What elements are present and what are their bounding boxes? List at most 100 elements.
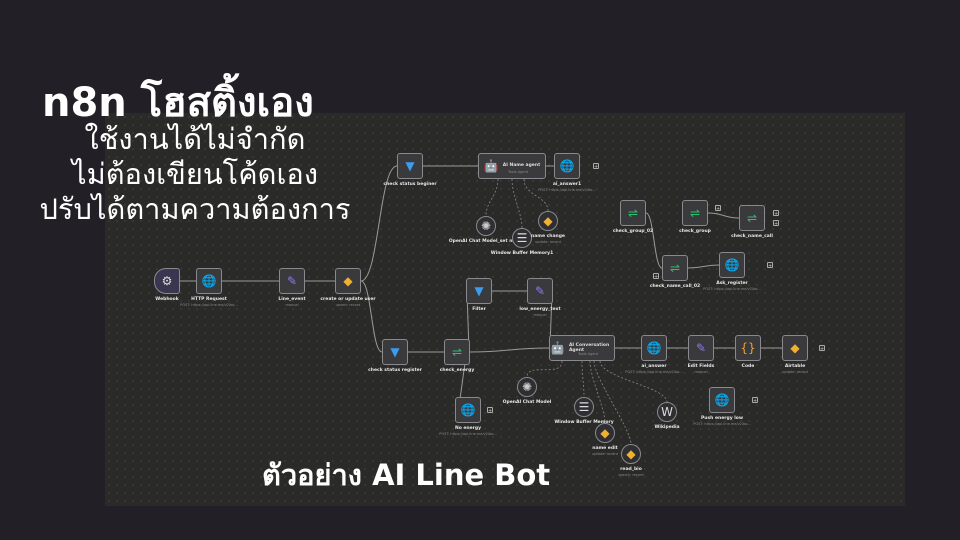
node-ai-name-agent[interactable]: 🤖AI Name agent bbox=[478, 153, 546, 179]
node-subtitle: POST: https://api.line.me/v2/bo... bbox=[625, 370, 683, 374]
node-subtitle: manual bbox=[694, 370, 708, 374]
node-line-event[interactable]: ✎ bbox=[279, 268, 305, 294]
node-label: Window Buffer Memory1 bbox=[490, 251, 554, 256]
node-http-request[interactable]: 🌐 bbox=[196, 268, 222, 294]
airtable-icon: ◆ bbox=[343, 274, 353, 288]
node-subtitle: upsert: record bbox=[335, 303, 361, 307]
node-subtitle: POST: https://api.line.me/v2/bo... bbox=[693, 422, 751, 426]
node-openai-chat-model-set-name[interactable]: ✺ bbox=[476, 216, 496, 236]
node-low-energy-text[interactable]: ✎ bbox=[527, 278, 553, 304]
node-webhook[interactable]: ⚙ bbox=[154, 268, 180, 294]
slide-line-1: ใช้งานได้ไม่จำกัด bbox=[84, 122, 306, 156]
node-filter[interactable]: ▼ bbox=[466, 278, 492, 304]
openai-icon: ✺ bbox=[521, 380, 533, 394]
globe-icon: 🌐 bbox=[460, 403, 476, 417]
node-subtitle: manual bbox=[533, 313, 547, 317]
node-label: Push energy low bbox=[701, 416, 743, 421]
slide-title: n8n โฮสติ้งเอง bbox=[42, 80, 314, 126]
node-subtitle: update: record bbox=[592, 452, 618, 456]
node-label: create or update user bbox=[320, 297, 376, 302]
webhook-icon: ⚙ bbox=[161, 274, 173, 288]
slide-line-3: ปรับได้ตามความต้องการ bbox=[39, 192, 351, 226]
node-label: check_group_02 bbox=[612, 229, 654, 234]
node-label: Line_event bbox=[278, 297, 306, 302]
node-subtitle: search: record bbox=[618, 473, 644, 477]
globe-icon: 🌐 bbox=[559, 159, 575, 173]
node-label: HTTP Request bbox=[191, 297, 227, 302]
node-subtitle: POST: https://api.line.me/v2/bo... bbox=[538, 188, 596, 192]
node-label: check_energy bbox=[439, 368, 475, 373]
add-node-handle[interactable]: + bbox=[773, 210, 779, 217]
node-subtitle: Tools Agent bbox=[507, 170, 529, 174]
node-ai-answer1[interactable]: 🌐 bbox=[554, 153, 580, 179]
database-icon: ☰ bbox=[516, 231, 528, 245]
node-label: Ask_register bbox=[716, 281, 748, 286]
filter-icon: ▼ bbox=[474, 284, 484, 298]
node-label: Webhook bbox=[155, 297, 179, 302]
node-check-name-call-02[interactable]: ⇌ bbox=[662, 255, 688, 281]
node-check-name-call[interactable]: ⇌ bbox=[739, 205, 765, 231]
add-node-handle[interactable]: + bbox=[752, 397, 758, 404]
node-label: Edit Fields bbox=[687, 364, 715, 369]
pencil-icon: ✎ bbox=[534, 284, 546, 298]
globe-icon: 🌐 bbox=[201, 274, 217, 288]
node-check-status-beginer[interactable]: ▼ bbox=[397, 153, 423, 179]
node-ask-register[interactable]: 🌐 bbox=[719, 252, 745, 278]
add-node-handle[interactable]: + bbox=[767, 262, 773, 269]
node-create-or-update-user[interactable]: ◆ bbox=[335, 268, 361, 294]
add-node-handle[interactable]: + bbox=[593, 163, 599, 170]
node-label: ai_answer bbox=[641, 364, 667, 369]
node-subtitle: POST: https://api.line.me/v2/bo... bbox=[703, 287, 761, 291]
node-ai-conversation-agent[interactable]: 🤖AI Conversation Agent bbox=[549, 335, 615, 361]
pencil-icon: ✎ bbox=[286, 274, 298, 288]
node-check-group[interactable]: ⇌ bbox=[682, 200, 708, 226]
node-label: low_energy_text bbox=[519, 307, 561, 312]
database-icon: ☰ bbox=[578, 400, 590, 414]
node-read-bio[interactable]: ◆ bbox=[621, 444, 641, 464]
switch-icon: ⇌ bbox=[451, 345, 463, 359]
node-label: ai_answer1 bbox=[552, 182, 582, 187]
node-name-change[interactable]: ◆ bbox=[538, 211, 558, 231]
add-node-handle[interactable]: + bbox=[487, 407, 493, 414]
node-label: No energy bbox=[454, 426, 482, 431]
node-subtitle: update: record bbox=[535, 240, 561, 244]
node-check-status-register[interactable]: ▼ bbox=[382, 339, 408, 365]
wikipedia-icon: W bbox=[661, 405, 673, 419]
switch-icon: ⇌ bbox=[746, 211, 758, 225]
node-code[interactable]: {} bbox=[735, 335, 761, 361]
globe-icon: 🌐 bbox=[724, 258, 740, 272]
node-label: check_name_call bbox=[731, 234, 773, 239]
node-label: check status register bbox=[368, 368, 422, 373]
node-name-edit[interactable]: ◆ bbox=[595, 423, 615, 443]
robot-icon: 🤖 bbox=[483, 159, 499, 173]
node-push-energy-low[interactable]: 🌐 bbox=[709, 387, 735, 413]
node-openai-chat-model[interactable]: ✺ bbox=[517, 377, 537, 397]
node-window-buffer-memory1[interactable]: ☰ bbox=[512, 228, 532, 248]
switch-icon: ⇌ bbox=[689, 206, 701, 220]
node-window-buffer-memory[interactable]: ☰ bbox=[574, 397, 594, 417]
globe-icon: 🌐 bbox=[714, 393, 730, 407]
slide-line-2: ไม่ต้องเขียนโค้ดเอง bbox=[72, 157, 318, 191]
node-airtable[interactable]: ◆ bbox=[782, 335, 808, 361]
add-node-handle[interactable]: + bbox=[819, 345, 825, 352]
add-node-handle[interactable]: + bbox=[773, 220, 779, 227]
airtable-icon: ◆ bbox=[790, 341, 800, 355]
node-ai-answer[interactable]: 🌐 bbox=[641, 335, 667, 361]
node-check-energy[interactable]: ⇌ bbox=[444, 339, 470, 365]
node-wikipedia[interactable]: W bbox=[657, 402, 677, 422]
node-label: AI Name agent bbox=[502, 163, 541, 169]
openai-icon: ✺ bbox=[480, 219, 492, 233]
add-node-handle[interactable]: + bbox=[715, 205, 721, 212]
switch-icon: ⇌ bbox=[627, 206, 639, 220]
node-label: Wikipedia bbox=[654, 425, 680, 430]
node-no-energy[interactable]: 🌐 bbox=[455, 397, 481, 423]
add-node-handle[interactable]: + bbox=[653, 273, 659, 280]
airtable-icon: ◆ bbox=[626, 447, 636, 461]
filter-icon: ▼ bbox=[405, 159, 415, 173]
node-edit-fields[interactable]: ✎ bbox=[688, 335, 714, 361]
node-check-group-02[interactable]: ⇌ bbox=[620, 200, 646, 226]
code-icon: {} bbox=[740, 341, 756, 355]
node-subtitle: POST: https://api.line.me/v2/bo... bbox=[439, 432, 497, 436]
node-subtitle: manual bbox=[285, 303, 299, 307]
node-label: AI Conversation Agent bbox=[568, 342, 610, 353]
